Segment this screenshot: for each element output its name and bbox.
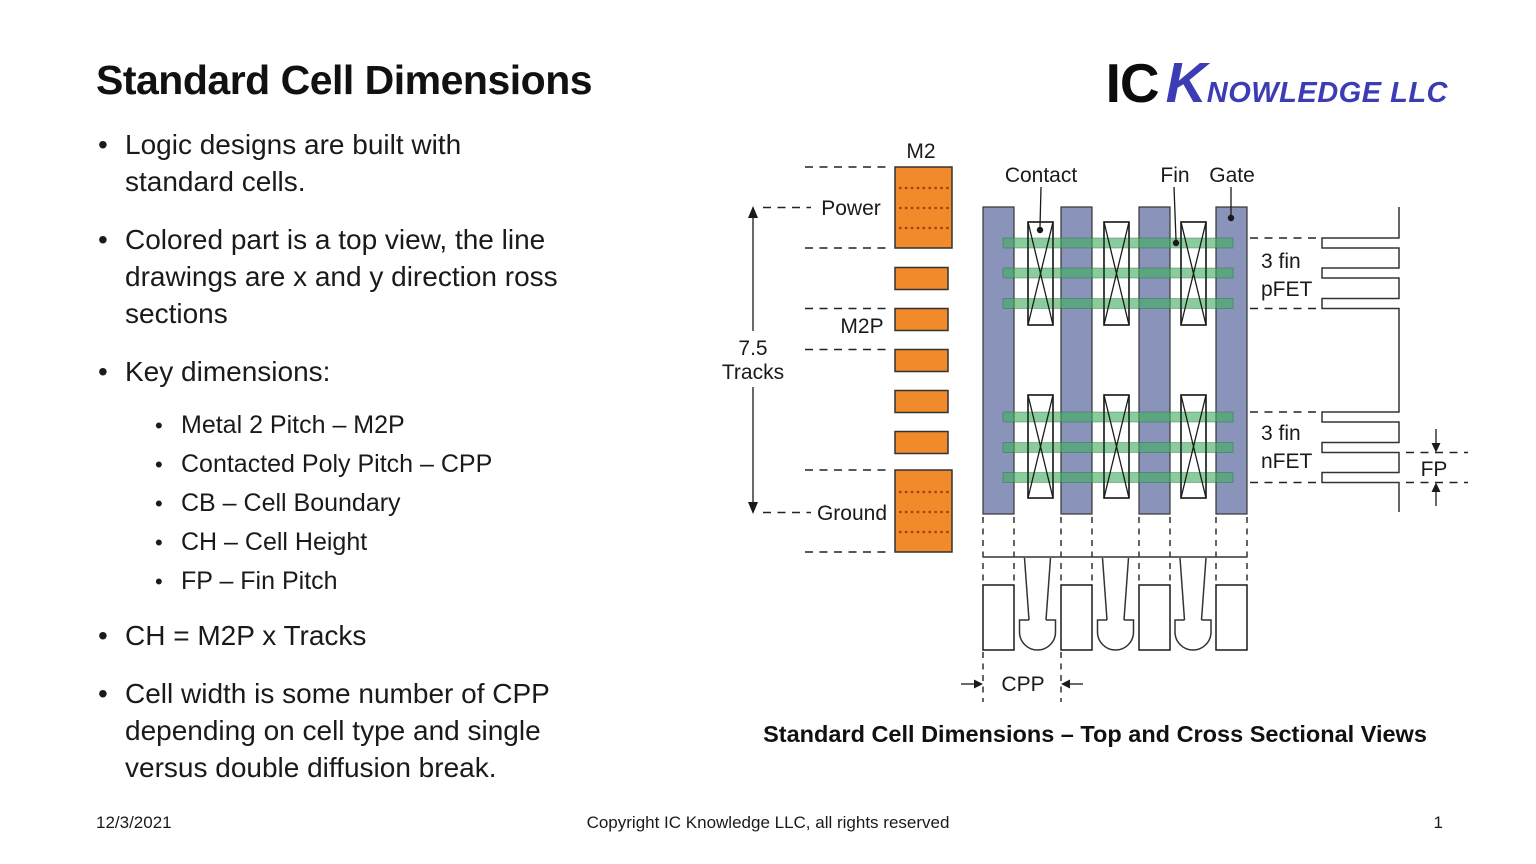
bullet-line: Colored part is a top view, the line [125,224,546,255]
m2-track [894,348,949,373]
contact-label: Contact [1005,164,1078,187]
m2-track [894,430,949,455]
logo-ic-text: IC [1105,52,1160,114]
gate-bar [1215,206,1248,515]
bullet-line: Contacted Poly Pitch – CPP [181,450,493,478]
figure-caption: Standard Cell Dimensions – Top and Cross… [763,721,1427,747]
fp-dimension [1406,429,1468,506]
sub-bullet-item: FP – Fin Pitch [153,562,668,601]
tracks-unit-label: Tracks [722,361,784,384]
sub-bullet-item: Contacted Poly Pitch – CPP [153,445,668,484]
page-title: Standard Cell Dimensions [96,57,593,103]
cut-projection-dashes [982,517,1248,702]
track-guide-dashes [763,166,892,553]
bullet-line: CH = M2P x Tracks [125,620,367,651]
m2-track [894,307,949,332]
fin-bar [1002,411,1234,423]
contact-boxes-fill [1027,221,1207,499]
m2-label: M2 [906,140,935,163]
contact-boxes-outline [1027,221,1207,499]
fin-bar [1002,237,1234,249]
bullet-item: Colored part is a top view, the line dra… [96,221,668,332]
sub-bullet-list: Metal 2 Pitch – M2P Contacted Poly Pitch… [96,406,668,601]
contact-cross-sections [1018,557,1212,651]
tracks-dimension-arrow [748,206,758,514]
bullet-line: Key dimensions: [125,356,331,387]
bullet-list: Logic designs are built with standard ce… [96,126,668,807]
footer-page-number: 1 [1433,813,1443,832]
bullet-line: FP – Fin Pitch [181,567,338,595]
bullet-line: Metal 2 Pitch – M2P [181,411,405,439]
power-label: Power [821,197,881,220]
bullet-line: Logic designs are built with [125,129,462,160]
ground-label: Ground [817,502,887,525]
pfet-fin-count-label: 3 fin [1261,250,1301,273]
gate-bar [1138,206,1171,515]
m2p-label: M2P [840,315,883,338]
logo-knowledge-text: NOWLEDGE LLC [1206,77,1448,109]
standard-cell-diagram: M2 Power M2P Ground 7.5 Tracks [722,140,1468,702]
footer-copyright: Copyright IC Knowledge LLC, all rights r… [586,813,950,832]
gates [982,206,1248,515]
bullet-line: standard cells. [125,166,306,197]
nfet-label: nFET [1261,450,1313,473]
sub-bullet-item: CB – Cell Boundary [153,484,668,523]
gate-bar [1060,206,1093,515]
bullet-item: CH = M2P x Tracks [96,617,668,654]
fin-bar [1002,472,1234,483]
fins [1002,237,1234,483]
nfet-fin-count-label: 3 fin [1261,422,1301,445]
bullet-line: Cell width is some number of CPP [125,678,550,709]
sub-bullet-item: Metal 2 Pitch – M2P [153,406,668,445]
bullet-item: Key dimensions: [96,353,668,390]
tracks-value-label: 7.5 [738,337,767,360]
fin-bar [1002,298,1234,309]
gate-label: Gate [1209,164,1255,187]
bullet-line: sections [125,298,228,329]
m2-rails [894,166,953,553]
sub-bullet-item: CH – Cell Height [153,523,668,562]
m2-track [894,389,949,414]
cpp-label: CPP [1001,673,1044,696]
bullet-line: depending on cell type and single [125,715,541,746]
pfet-label: pFET [1261,278,1313,301]
footer-date: 12/3/2021 [96,813,172,832]
cpp-dimension [961,679,1083,689]
fin-comb-cross-section [1321,207,1400,512]
gate-cross-sections [982,584,1248,651]
fin-label: Fin [1160,164,1189,187]
logo-k-text: K [1165,51,1207,115]
gate-bar [982,206,1015,515]
bullet-line: drawings are x and y direction ross [125,261,558,292]
bullet-item: Cell width is some number of CPP dependi… [96,675,668,786]
rail-dotted-lines [899,186,949,534]
bullet-line: CB – Cell Boundary [181,489,401,517]
m2-track [894,266,949,291]
fp-label: FP [1421,458,1448,481]
callout-leaders [1036,186,1235,247]
fet-region-dashes [1250,237,1320,484]
bullet-line: versus double diffusion break. [125,752,497,783]
bullet-line: CH – Cell Height [181,528,368,556]
bullet-item: Logic designs are built with standard ce… [96,126,668,200]
company-logo: IC K NOWLEDGE LLC [1106,50,1448,116]
